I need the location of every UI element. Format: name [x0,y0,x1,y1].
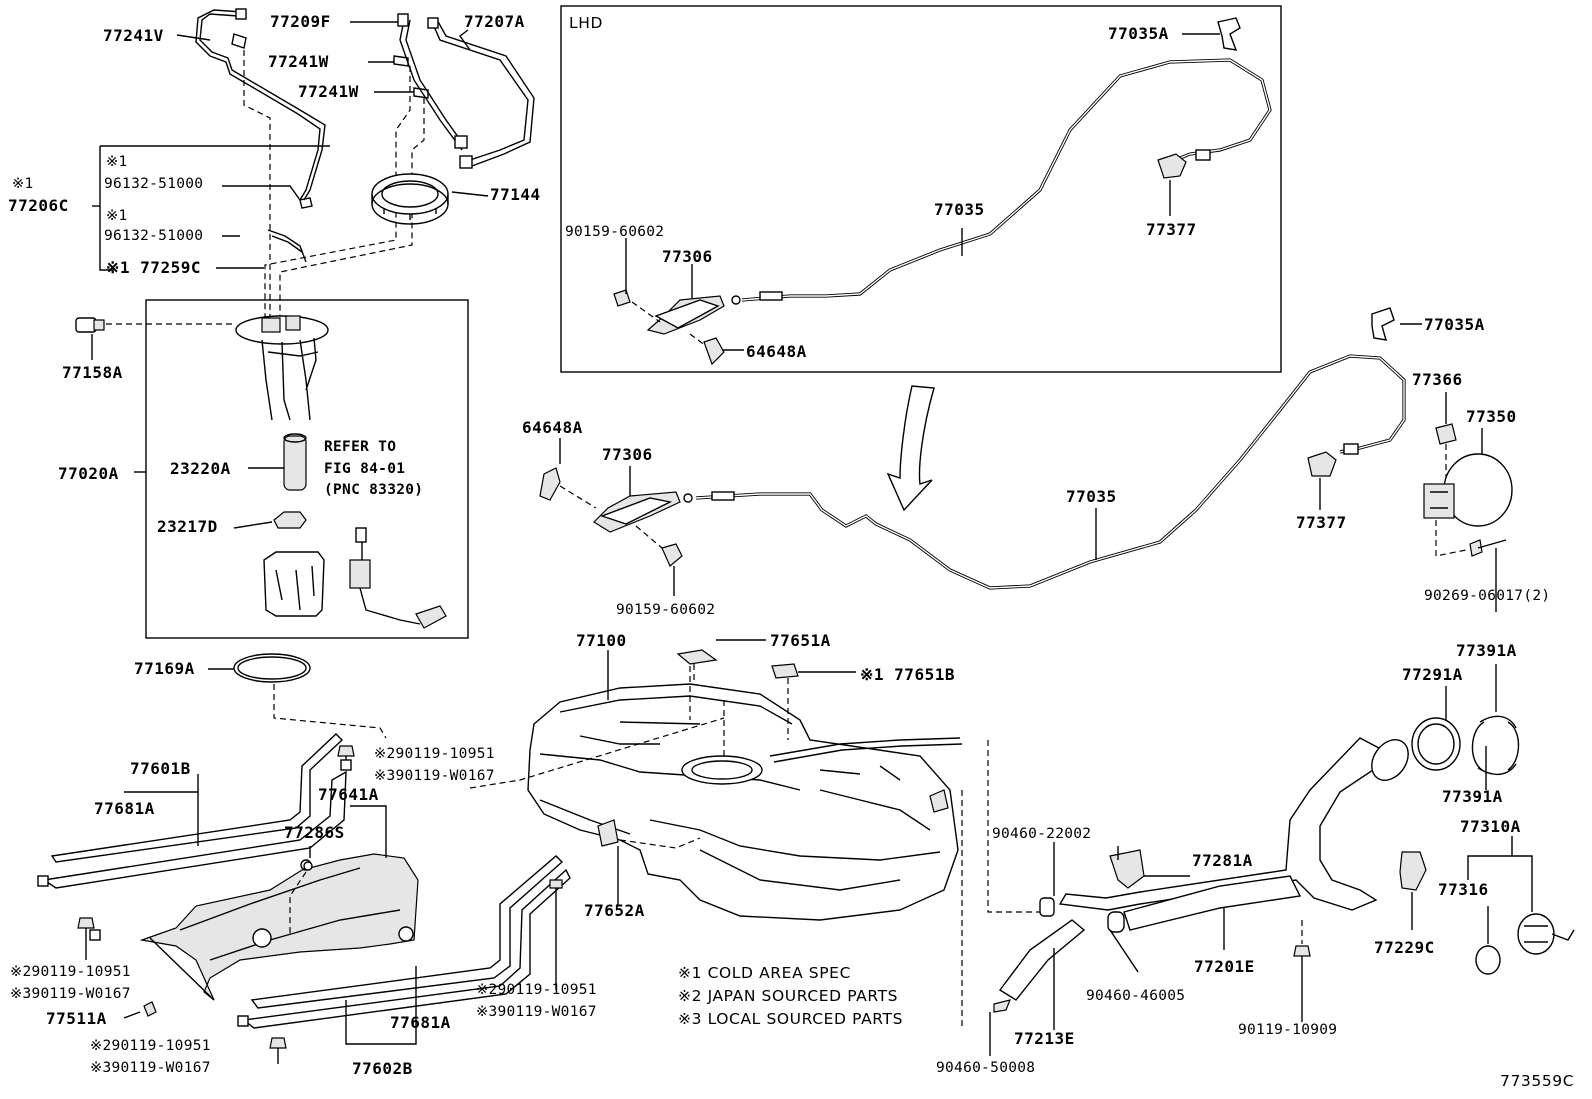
label-77291A: 77291A [1402,665,1463,684]
label-90119-10909: 90119-10909 [1238,1022,1337,1038]
leader-lines [85,21,1533,1064]
label-90159-60602: 90159-60602 [616,602,715,618]
pad-77652A [597,819,619,847]
footnotes: ※1 COLD AREA SPEC ※2 JAPAN SOURCED PARTS… [678,964,903,1028]
label-77286S: 77286S [284,823,345,842]
fuel-lid-opener-cable-main [539,307,1513,590]
label-refer-line-2: FIG 84-01 [324,461,405,477]
label-77316: 77316 [1438,880,1489,899]
label-cold-area-mark: ※1 [106,154,127,170]
label-77158A: 77158A [62,363,123,382]
fuel-pump-module [235,315,447,629]
label-77169A: 77169A [134,659,195,678]
label-77229C: 77229C [1374,938,1435,957]
label-77391A: 77391A [1442,787,1503,806]
label-77281A: 77281A [1192,851,1253,870]
label-bolt-japan: ※290119-10951 [90,1038,211,1054]
label-96132-51000: 96132-51000 [104,176,203,192]
label-77259C: ※1 77259C [106,258,201,277]
note-cold-area-spec: ※1 COLD AREA SPEC [678,964,851,982]
label-77652A: 77652A [584,901,645,920]
label-77035: 77035 [1066,487,1117,506]
bolt-icons [77,745,563,1060]
heat-protector-77641A [139,853,419,1001]
label-77144: 77144 [490,185,541,204]
label-bolt-japan: ※290119-10951 [10,964,131,980]
fuel-pump-assembly-box [145,299,469,639]
label-bolt-local: ※390119-W0167 [374,768,495,784]
note-japan-sourced: ※2 JAPAN SOURCED PARTS [678,987,898,1005]
label-77209F: 77209F [270,12,331,31]
label-77035A: 77035A [1424,315,1485,334]
arrow-icon [886,385,935,512]
label-90269-06017: 90269-06017(2) [1424,588,1550,604]
label-77306: 77306 [602,445,653,464]
lhd-detail-box [560,5,1282,373]
label-64648A: 64648A [522,418,583,437]
label-refer-line-3: (PNC 83320) [324,482,423,498]
fuel-lid-opener-cable-lhd [613,17,1272,366]
label-77651B: ※1 77651B [860,665,955,684]
label-23220A: 23220A [170,459,231,478]
fuel-tank-77100 [527,666,963,921]
label-77241V: 77241V [103,26,164,45]
label-77035A: 77035A [1108,24,1169,43]
label-lhd: LHD [569,14,603,32]
label-77377: 77377 [1146,220,1197,239]
label-77681A: 77681A [390,1013,451,1032]
note-local-sourced: ※3 LOCAL SOURCED PARTS [678,1010,903,1028]
label-77020A: 77020A [58,464,119,483]
label-64648A: 64648A [746,342,807,361]
fuel-tank-band-77602B [237,855,571,1029]
pad-77651B [771,663,799,679]
label-bolt-local: ※390119-W0167 [90,1060,211,1076]
label-96132-51000: 96132-51000 [104,228,203,244]
part-labels: 77241V 77209F 77207A 77241W 77241W ※1 96… [8,12,1574,1090]
label-77641A: 77641A [318,785,379,804]
pad-77651A [676,649,718,665]
label-cold-area-mark: ※1 [12,176,33,192]
label-77201E: 77201E [1194,957,1255,976]
label-77681A: 77681A [94,799,155,818]
label-77241W: 77241W [298,82,359,101]
label-77366: 77366 [1412,370,1463,389]
label-90460-22002: 90460-22002 [992,826,1091,842]
fuel-cap-parts [1399,715,1575,975]
label-77377: 77377 [1296,513,1347,532]
fuel-tank-band-77601B [37,733,347,889]
label-figure-id: 773559C [1500,1072,1574,1090]
label-77651A: 77651A [770,631,831,650]
label-90460-50008: 90460-50008 [936,1060,1035,1076]
gasket-77169A [233,653,311,683]
label-bolt-japan: ※290119-10951 [374,746,495,762]
fuel-filler-pipe-77201E [961,737,1409,1028]
label-77511A: 77511A [46,1009,107,1028]
label-bolt-local: ※390119-W0167 [10,986,131,1002]
label-cold-area-mark: ※1 [106,208,127,224]
label-77207A: 77207A [464,12,525,31]
label-77310A: 77310A [1460,817,1521,836]
label-refer-line-1: REFER TO [324,439,396,455]
label-77350: 77350 [1466,407,1517,426]
label-77213E: 77213E [1014,1029,1075,1048]
label-77391A: 77391A [1456,641,1517,660]
lock-ring-77144 [371,173,449,225]
label-77206C: 77206C [8,196,69,215]
label-23217D: 23217D [157,517,218,536]
valve-77158A [75,317,232,333]
label-90159-60602: 90159-60602 [565,224,664,240]
label-77241W: 77241W [268,52,329,71]
label-bolt-japan: ※290119-10951 [476,982,597,998]
label-77306: 77306 [662,247,713,266]
label-90460-46005: 90460-46005 [1086,988,1185,1004]
fuel-line-assembly [195,8,535,263]
label-77035: 77035 [934,200,985,219]
label-77100: 77100 [576,631,627,650]
label-bolt-local: ※390119-W0167 [476,1004,597,1020]
label-77602B: 77602B [352,1059,413,1078]
label-77601B: 77601B [130,759,191,778]
